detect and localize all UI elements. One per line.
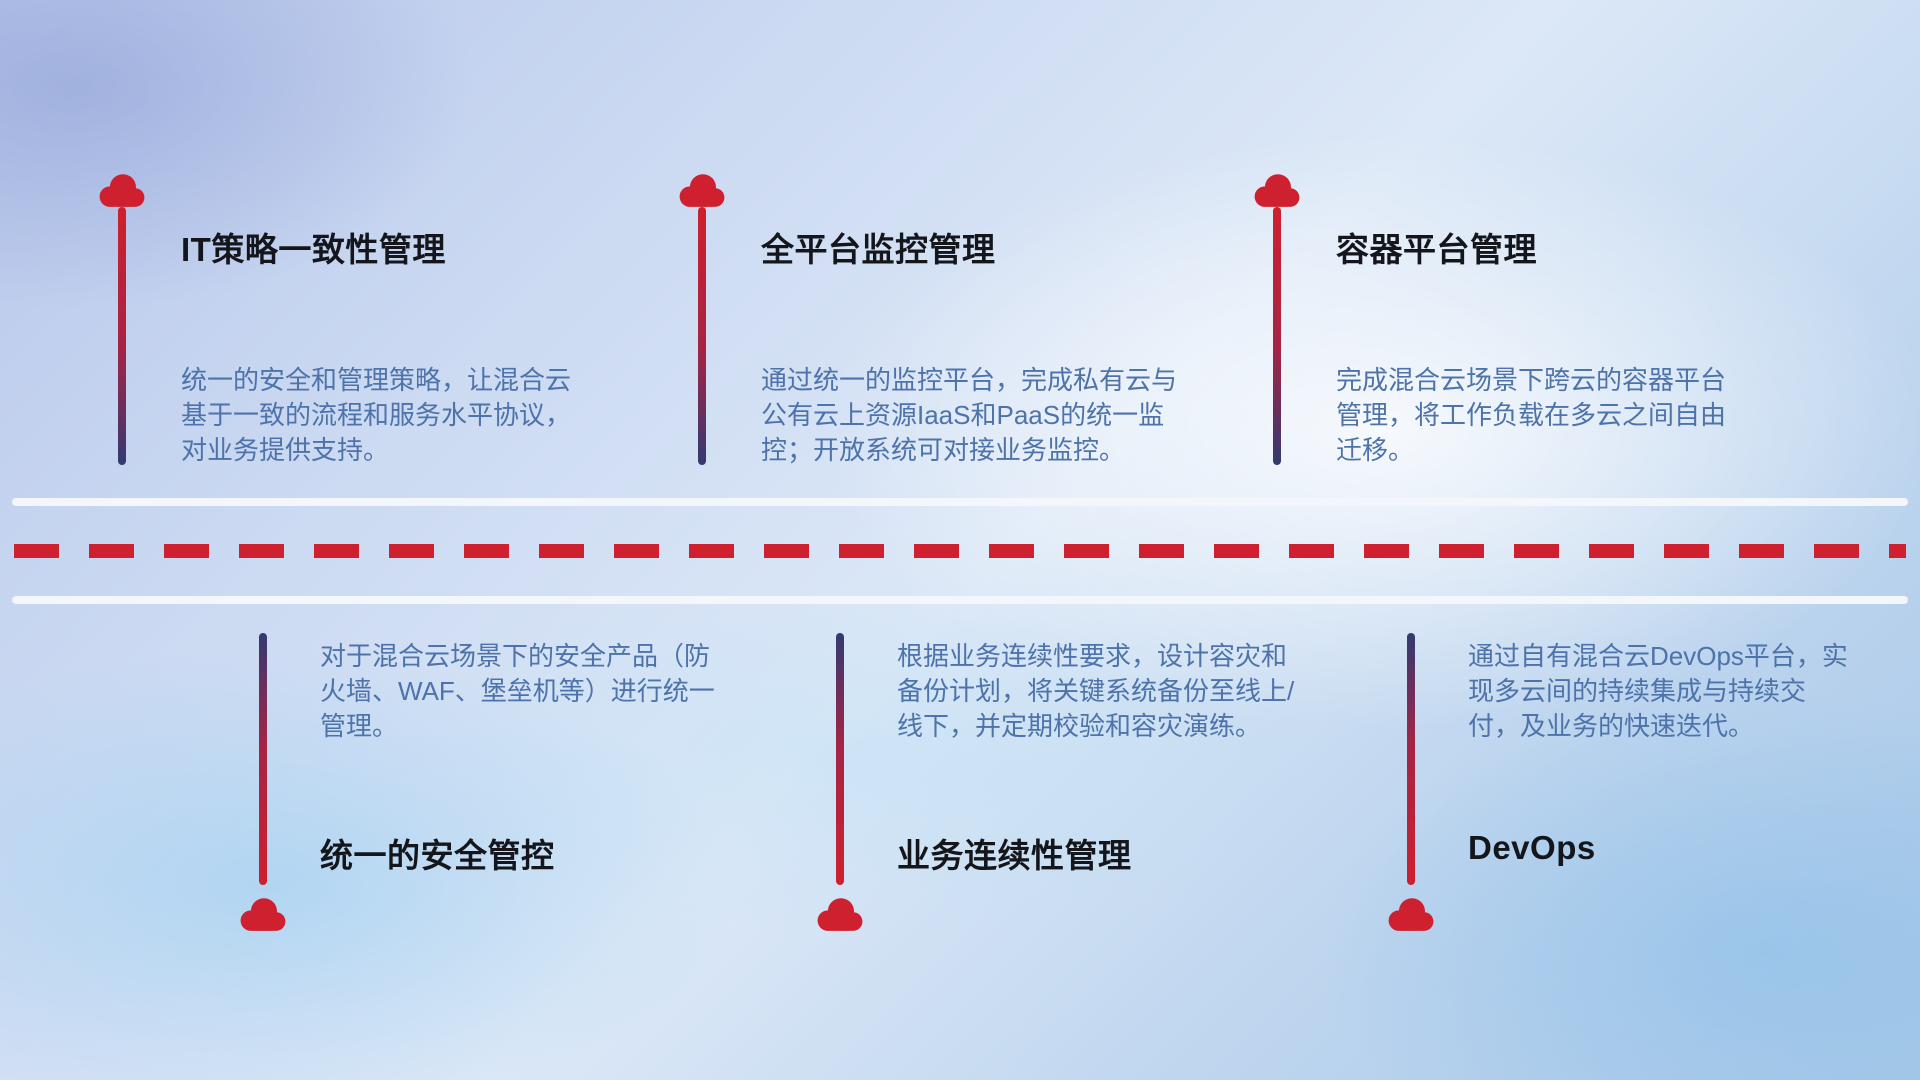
cloud-icon — [94, 171, 150, 211]
timeline-stem — [1273, 207, 1281, 465]
cloud-icon — [812, 895, 868, 935]
timeline-stem — [1407, 633, 1415, 885]
feature-title: 统一的安全管控 — [320, 837, 555, 874]
feature-title: 容器平台管理 — [1336, 231, 1537, 268]
feature-description: 通过自有混合云DevOps平台，实现多云间的持续集成与持续交付，及业务的快速迭代… — [1468, 641, 1848, 741]
feature-description: 统一的安全和管理策略，让混合云基于一致的流程和服务水平协议，对业务提供支持。 — [181, 365, 572, 465]
timeline-stem — [836, 633, 844, 885]
cloud-icon — [235, 895, 291, 935]
road-dashed-centerline — [14, 544, 1906, 558]
cloud-icon — [1249, 171, 1305, 211]
feature-title: DevOps — [1468, 829, 1596, 866]
timeline-stem — [698, 207, 706, 465]
feature-title: 全平台监控管理 — [761, 231, 996, 268]
timeline-stem — [118, 207, 126, 465]
cloud-icon — [674, 171, 730, 211]
road-lower-line — [12, 596, 1908, 604]
feature-description: 通过统一的监控平台，完成私有云与公有云上资源IaaS和PaaS的统一监控；开放系… — [761, 365, 1178, 465]
cloud-icon — [1383, 895, 1439, 935]
timeline-stem — [259, 633, 267, 885]
feature-description: 根据业务连续性要求，设计容灾和备份计划，将关键系统备份至线上/线下，并定期校验和… — [897, 641, 1295, 741]
feature-description: 对于混合云场景下的安全产品（防火墙、WAF、堡垒机等）进行统一管理。 — [320, 641, 715, 741]
road-upper-line — [12, 498, 1908, 506]
feature-description: 完成混合云场景下跨云的容器平台管理，将工作负载在多云之间自由迁移。 — [1336, 365, 1727, 465]
feature-title: IT策略一致性管理 — [181, 231, 446, 268]
feature-title: 业务连续性管理 — [897, 837, 1132, 874]
